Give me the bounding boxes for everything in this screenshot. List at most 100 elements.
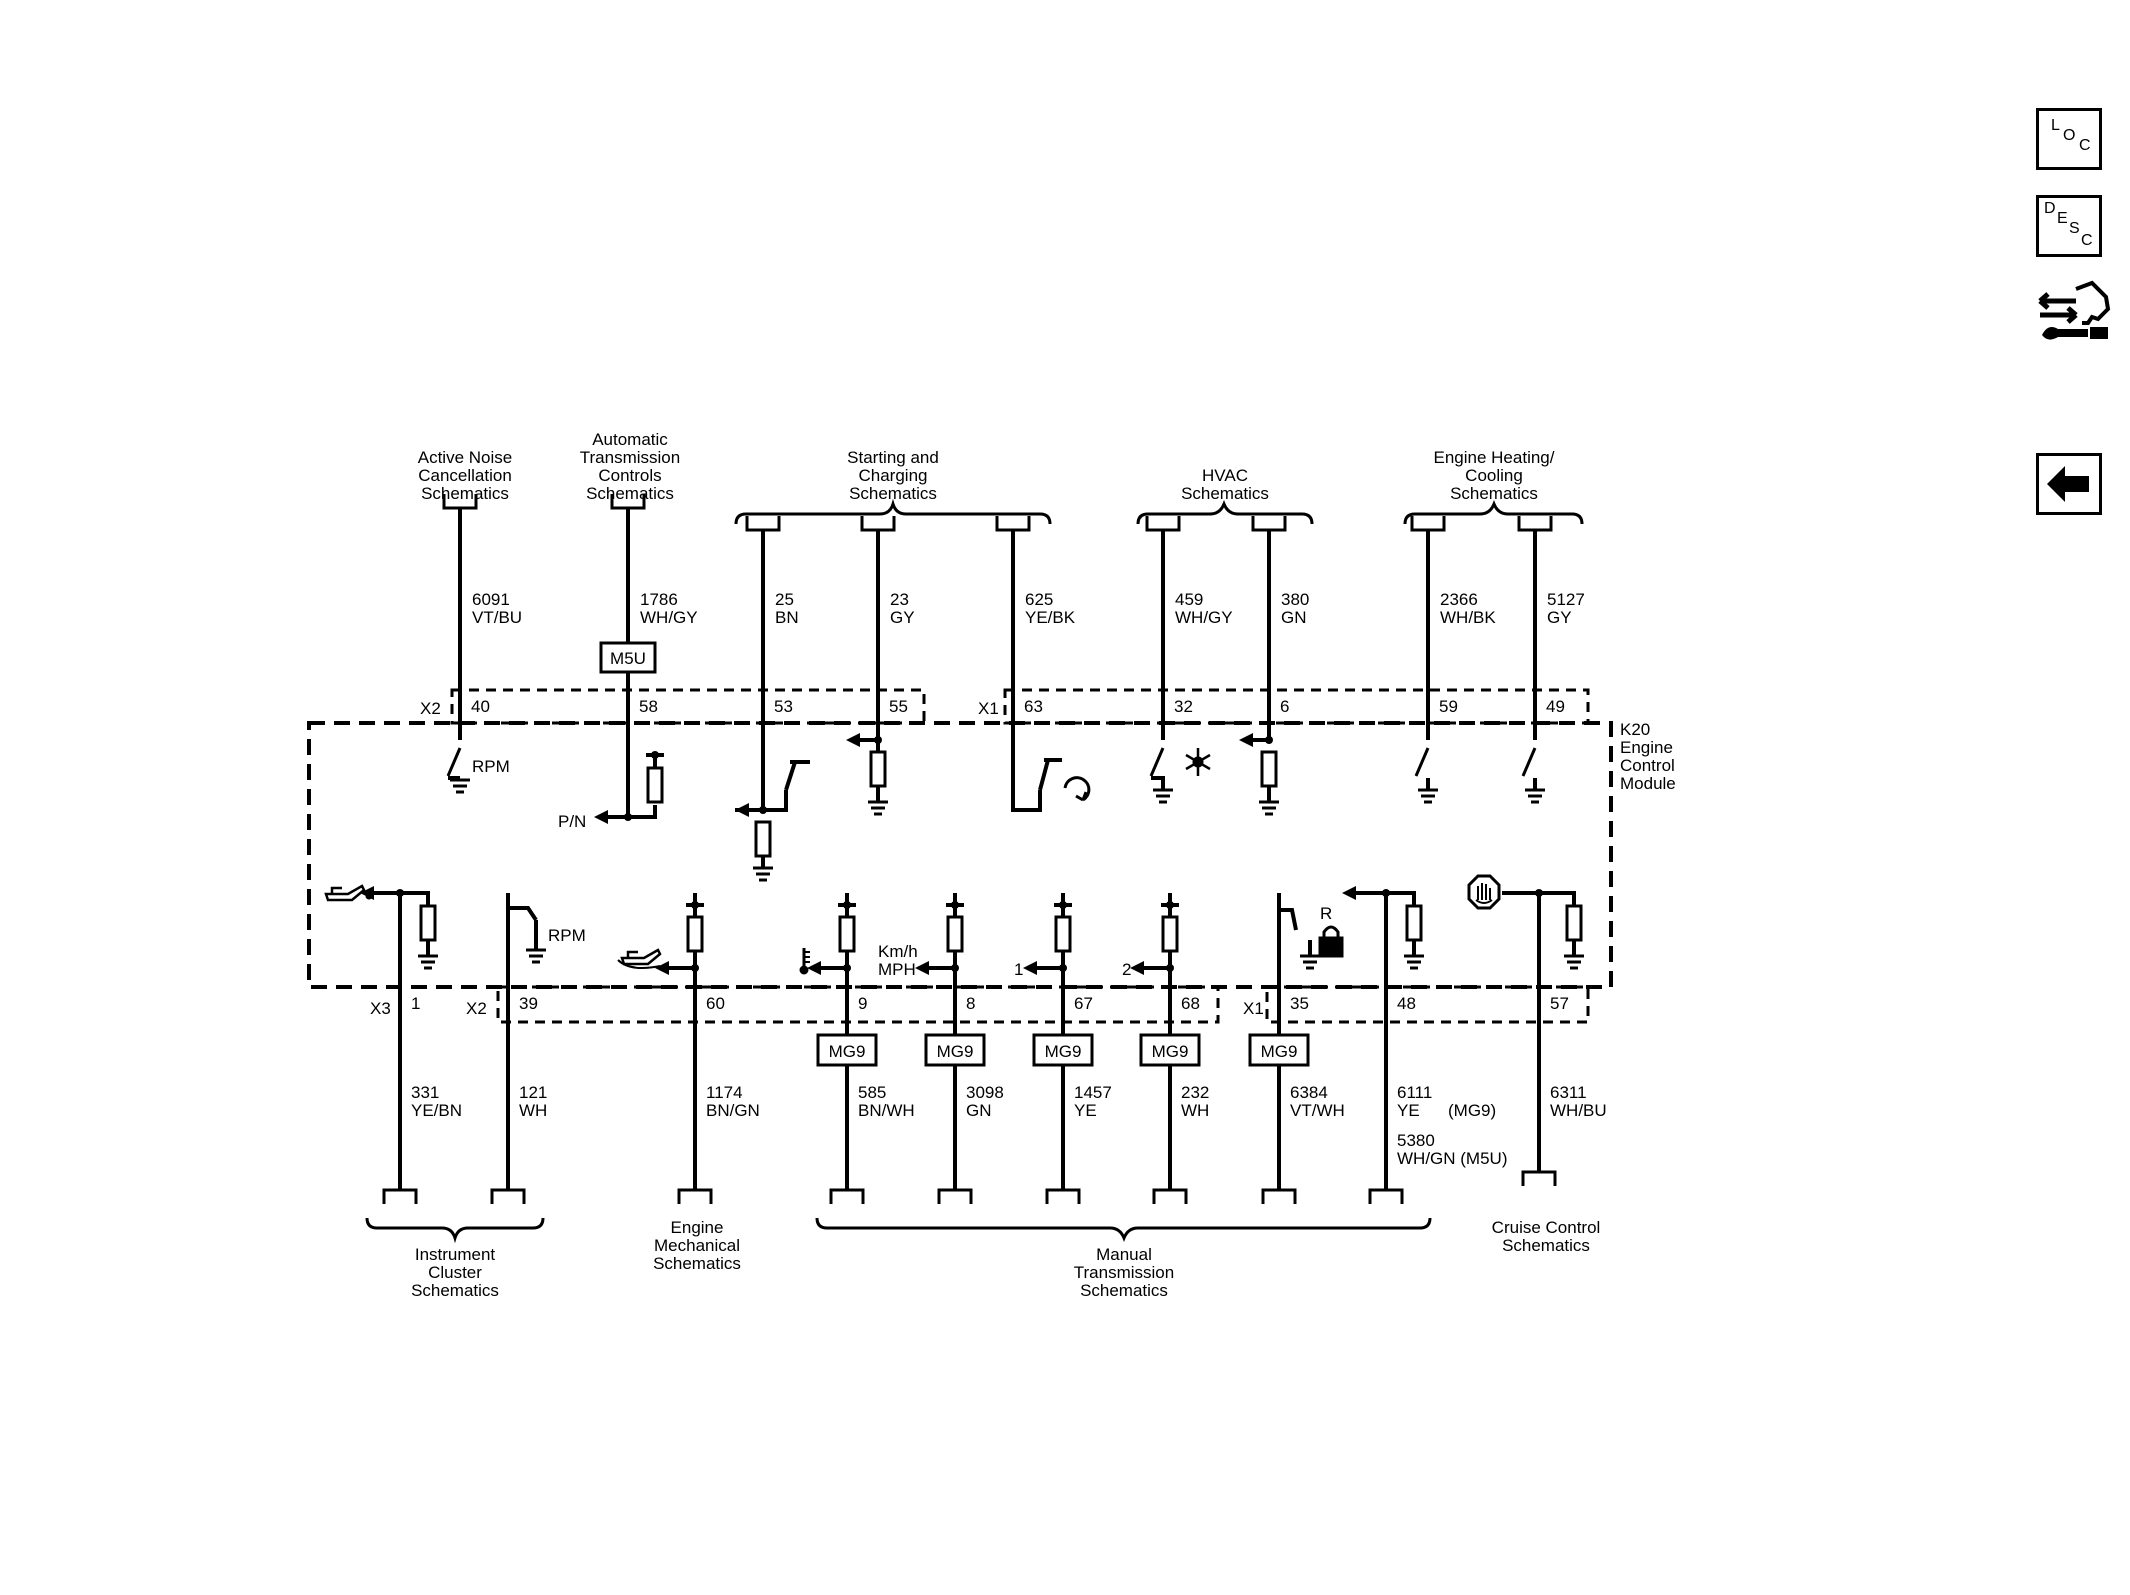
connector-x2-bottom-label: X2 xyxy=(466,999,487,1018)
m5u-label: M5U xyxy=(610,649,646,668)
wire-connector-top xyxy=(995,516,1031,532)
resistor-body xyxy=(1260,750,1278,788)
desc-button[interactable]: D E S C xyxy=(2036,195,2102,257)
w63 xyxy=(1011,740,1042,812)
bottom-pin-number: 67 xyxy=(1074,994,1093,1013)
ground-lines xyxy=(1153,788,1173,804)
junction-dot xyxy=(1059,964,1067,972)
connector-x2-top xyxy=(450,688,926,725)
top-pin-number: 59 xyxy=(1439,697,1458,716)
arrow-left xyxy=(1130,961,1144,975)
bottom-wire-color: YE/BN xyxy=(411,1101,462,1120)
bottom-circuit-number: 1457 xyxy=(1074,1083,1112,1102)
resistor-body xyxy=(419,904,437,942)
lock-icon xyxy=(1318,925,1344,958)
junction-dot xyxy=(759,806,767,814)
ground-lines xyxy=(1404,954,1424,970)
connector-x1-top xyxy=(1003,688,1590,725)
ground-lines xyxy=(450,778,470,794)
pn-wire xyxy=(626,740,657,819)
top-wire-color: GY xyxy=(890,608,915,627)
top-wire-color: GN xyxy=(1281,608,1307,627)
ground-symbol xyxy=(868,800,888,816)
dest-line: Schematics xyxy=(1080,1281,1168,1300)
dest-line: Schematics xyxy=(586,484,674,503)
dest-line: Schematics xyxy=(653,1254,741,1273)
junction-dot xyxy=(691,901,699,909)
bottom-circuit-number: 121 xyxy=(519,1083,547,1102)
mg9-option-box xyxy=(816,1033,878,1067)
loc-button[interactable]: L O C xyxy=(2036,108,2102,170)
arrow-left xyxy=(1023,961,1037,975)
destination-braces xyxy=(365,498,1584,1244)
resistor-body xyxy=(946,915,964,953)
junction-dot xyxy=(1382,889,1390,897)
arrow-left-icon xyxy=(2047,466,2089,502)
wire-connector-top xyxy=(1410,516,1446,532)
dest-line: Schematics xyxy=(1502,1236,1590,1255)
back-button[interactable] xyxy=(2036,453,2102,515)
wire-connector-bottom xyxy=(1261,1188,1297,1204)
wire-connector-top xyxy=(860,516,896,532)
loc-letter-o: O xyxy=(2063,127,2076,144)
ground-lines xyxy=(418,954,438,970)
bottom-pin-number: 35 xyxy=(1290,994,1309,1013)
junction-dot xyxy=(843,964,851,972)
ground-symbol xyxy=(1300,954,1320,970)
bottom-pin-number: 9 xyxy=(858,994,867,1013)
top-circuit-number: 23 xyxy=(890,590,909,609)
wire-connector-top xyxy=(1251,516,1287,532)
bottom-circuit-number: 1174 xyxy=(706,1083,743,1102)
resistor-body xyxy=(1054,915,1072,953)
p68lead xyxy=(1144,951,1172,970)
mg9-label: MG9 xyxy=(1261,1042,1298,1061)
resistor-body xyxy=(686,915,704,953)
loc-letter-l: L xyxy=(2051,117,2060,134)
p60lead xyxy=(669,951,697,970)
top-pin-number: 55 xyxy=(889,697,908,716)
top-wire-color: WH/GY xyxy=(640,608,698,627)
junction-dot xyxy=(651,751,659,759)
ground-symbol xyxy=(753,866,773,882)
dest-line: HVAC xyxy=(1202,466,1248,485)
desc-letter-s: S xyxy=(2069,220,2080,237)
connector-x1-bottom-label: X1 xyxy=(1243,999,1264,1018)
bottom-circuit-number: 6384 xyxy=(1290,1083,1328,1102)
bottom-wire-color: GN xyxy=(966,1101,992,1120)
wire-connector-top xyxy=(1517,516,1553,532)
connector-service-icon[interactable] xyxy=(2036,275,2116,355)
wire-connector-bottom xyxy=(1521,1170,1557,1186)
resistor-body xyxy=(754,820,772,858)
bottom-circuit-number: 331 xyxy=(411,1083,439,1102)
junction-dot xyxy=(1535,889,1543,897)
mg9-option-box xyxy=(924,1033,986,1067)
ground-lines xyxy=(1564,954,1584,970)
resistor-body xyxy=(1565,904,1583,942)
top-circuit-number: 1786 xyxy=(640,590,678,609)
wire-connector-bottom xyxy=(677,1188,713,1204)
dest-line: Automatic xyxy=(592,430,668,449)
top-pin-number: 6 xyxy=(1280,697,1289,716)
pullup-resistor xyxy=(1565,904,1583,942)
ground-symbol xyxy=(526,948,546,964)
bottom-wire-color: BN/GN xyxy=(706,1101,760,1120)
w57 xyxy=(1502,891,1576,906)
pullup-resistor xyxy=(686,915,704,953)
desc-letter-c: C xyxy=(2081,232,2093,249)
wire-connector-top xyxy=(1145,516,1181,532)
dest-line: Cruise Control xyxy=(1492,1218,1601,1237)
desc-letter-e: E xyxy=(2057,210,2068,227)
dest-line: Cancellation xyxy=(418,466,512,485)
crank-rotation-icon xyxy=(1063,776,1091,802)
bottom-circuit-number: 585 xyxy=(858,1083,886,1102)
